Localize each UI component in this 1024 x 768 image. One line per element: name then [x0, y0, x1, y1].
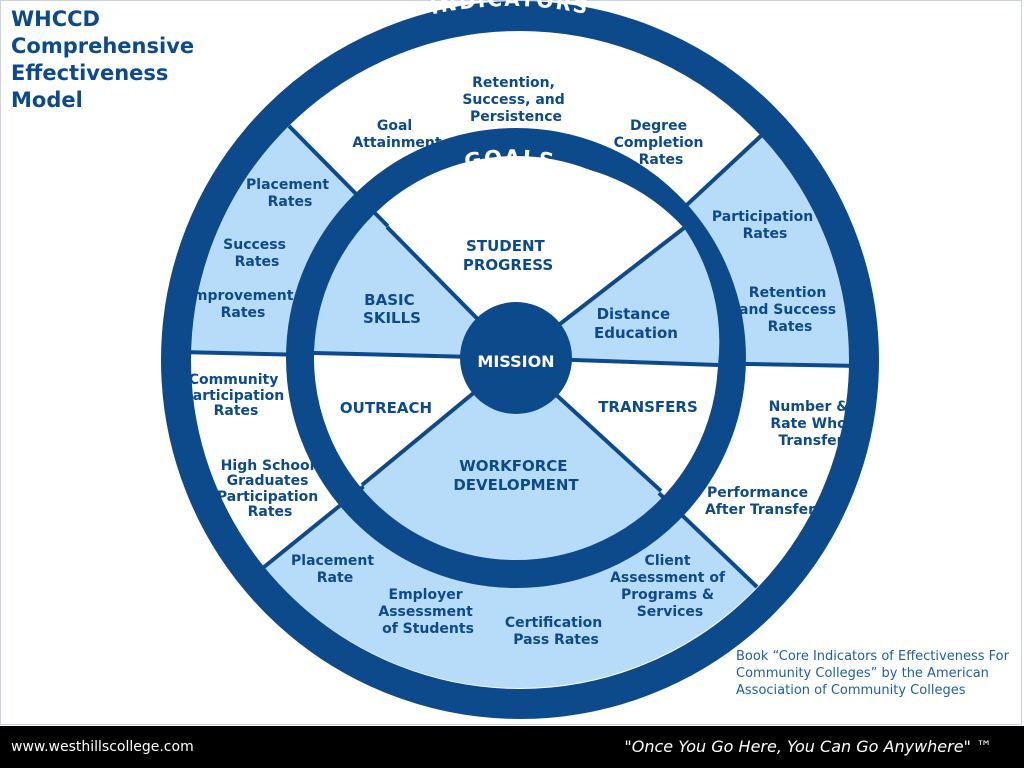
- indicator-employer-assessment-of-students: Employer Assessment of Students: [378, 587, 477, 637]
- indicator-retention-success-persistence: Retention, Success, and Persistence: [462, 75, 569, 125]
- indicator-labels: Goal Attainment Retention, Success, and …: [183, 75, 854, 648]
- effectiveness-wheel-diagram: MISSION INDICATORS GOALS STUDENT PROGRES…: [161, 0, 879, 719]
- goal-workforce-development: WORKFORCE DEVELOPMENT: [453, 457, 579, 494]
- sector-basic-skills-goal: [314, 227, 516, 358]
- indicator-number-rate-who-transfer: Number & Rate Who Transfer: [769, 399, 854, 449]
- indicator-high-school-graduates-participation-rates: High School Graduates Participation Rate…: [217, 458, 323, 520]
- goals-band: [286, 128, 746, 588]
- indicator-participation-rates: Participation Rates: [712, 209, 818, 242]
- indicator-certification-pass-rates: Certification Pass Rates: [505, 615, 607, 648]
- mission-circle: [460, 302, 572, 414]
- title-line: WHCCD: [11, 7, 100, 31]
- goal-sectors: [313, 162, 720, 555]
- indicator-success-rates: Success Rates: [223, 237, 291, 270]
- title-line: Comprehensive: [11, 34, 195, 58]
- footer-bar: www.westhillscollege.com "Once You Go He…: [0, 726, 1024, 768]
- goal-basic-skills: BASIC SKILLS: [363, 291, 421, 327]
- goals-band-label: GOALS: [463, 146, 558, 174]
- mission-label: MISSION: [477, 352, 554, 371]
- indicator-performance-after-transfer: Performance After Transfer: [705, 485, 815, 518]
- indicator-improvement-rates: Improvement Rates: [188, 288, 299, 321]
- slide-frame: [0, 0, 1022, 725]
- goal-student-progress: STUDENT PROGRESS: [463, 237, 553, 274]
- sector-workforce-goal: [362, 358, 661, 555]
- title-line: Model: [11, 88, 83, 112]
- page-title: WHCCD Comprehensive Effectiveness Model: [11, 6, 194, 114]
- sector-outreach-goal: [313, 353, 516, 485]
- indicators-band: [161, 1, 879, 719]
- indicator-placement-rates: Placement Rates: [246, 177, 334, 210]
- goal-outreach: OUTREACH: [340, 399, 432, 417]
- indicator-degree-completion-rates: Degree Completion Rates: [614, 118, 709, 168]
- indicator-client-assessment-of-programs-services: Client Assessment of Programs & Services: [610, 553, 730, 620]
- goal-transfers: TRANSFERS: [598, 398, 698, 416]
- goal-distance-education: Distance Education: [594, 305, 678, 342]
- website-link[interactable]: www.westhillscollege.com: [11, 739, 194, 755]
- indicator-community-participation-rates: Community Participation Rates: [183, 372, 289, 419]
- sector-student-progress-goal: [387, 162, 684, 358]
- source-note: Book “Core Indicators of Effectiveness F…: [736, 649, 1009, 698]
- sector-distance-education-goal: [516, 228, 720, 365]
- goal-labels: STUDENT PROGRESS BASIC SKILLS Distance E…: [340, 237, 698, 494]
- slogan: "Once You Go Here, You Can Go Anywhere" …: [624, 737, 992, 756]
- indicator-retention-and-success-rates: Retention and Success Rates: [739, 285, 841, 335]
- indicator-goal-attainment: Goal Attainment: [352, 118, 441, 151]
- sector-transfers-goal: [516, 358, 718, 491]
- indicator-placement-rate: Placement Rate: [291, 553, 379, 586]
- title-line: Effectiveness: [11, 61, 169, 85]
